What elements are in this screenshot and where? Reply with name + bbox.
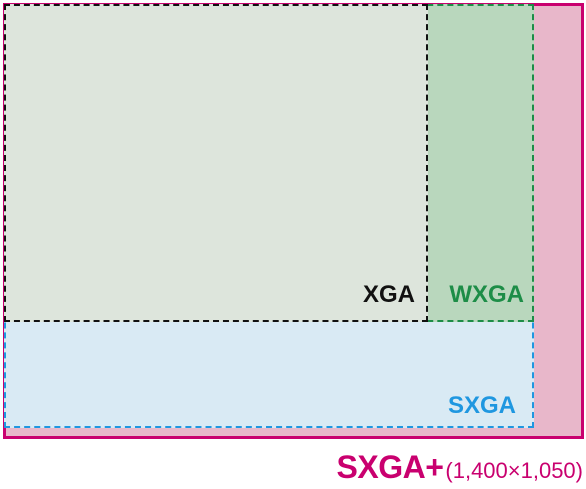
- sxga-label: SXGA: [447, 392, 516, 419]
- sxga-plus-resolution: (1,400×1,050): [445, 458, 583, 483]
- sxga-plus-label: SXGA+: [336, 449, 444, 485]
- wxga-label: WXGA: [449, 281, 524, 308]
- sxga-plus-caption: SXGA+ (1,400×1,050): [337, 449, 583, 486]
- xga-label: XGA: [362, 281, 415, 308]
- xga-area: XGA: [4, 4, 428, 322]
